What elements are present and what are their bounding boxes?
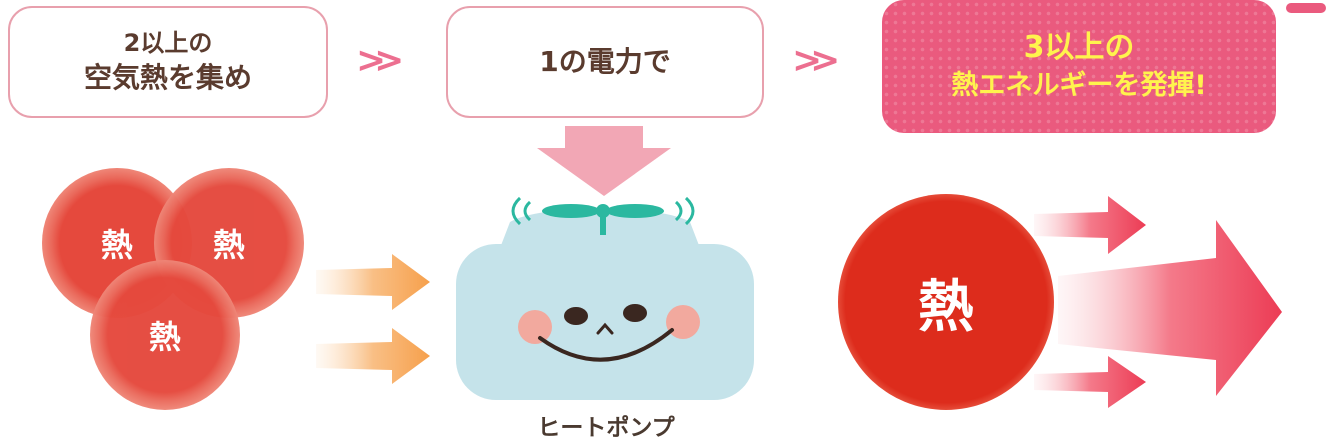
input-arrow-icon [316, 328, 430, 384]
heat-label: 熱 [148, 318, 181, 356]
output-arrow-icon [1034, 196, 1146, 254]
corner-tab [1286, 3, 1326, 13]
heat-label: 熱 [100, 226, 133, 264]
output-heat-circle: 熱 [838, 194, 1054, 410]
heat-circle-3: 熱 [90, 260, 240, 410]
step-1-box: 2以上の 空気熱を集め [8, 6, 328, 118]
step-3-line-2: 熱エネルギーを発揮! [951, 69, 1207, 101]
step-2-box: 1の電力で [446, 6, 764, 118]
down-arrow-icon [537, 126, 671, 196]
heat-pump-icon [456, 196, 754, 400]
step-2-line-1: 1の電力で [539, 45, 671, 78]
step-1-line-2: 空気熱を集め [83, 61, 252, 94]
output-arrow-large-icon [1058, 220, 1282, 396]
output-heat-label: 熱 [918, 274, 974, 340]
output-arrow-icon [1034, 356, 1146, 408]
step-1-line-1: 2以上の [123, 29, 213, 57]
input-arrow-icon [316, 254, 430, 310]
heat-pump-caption: ヒートポンプ [537, 415, 675, 441]
step-3-box: 3以上の 熱エネルギーを発揮! [882, 0, 1276, 133]
heat-label: 熱 [212, 226, 245, 264]
step-3-line-1: 3以上の [1023, 29, 1135, 65]
